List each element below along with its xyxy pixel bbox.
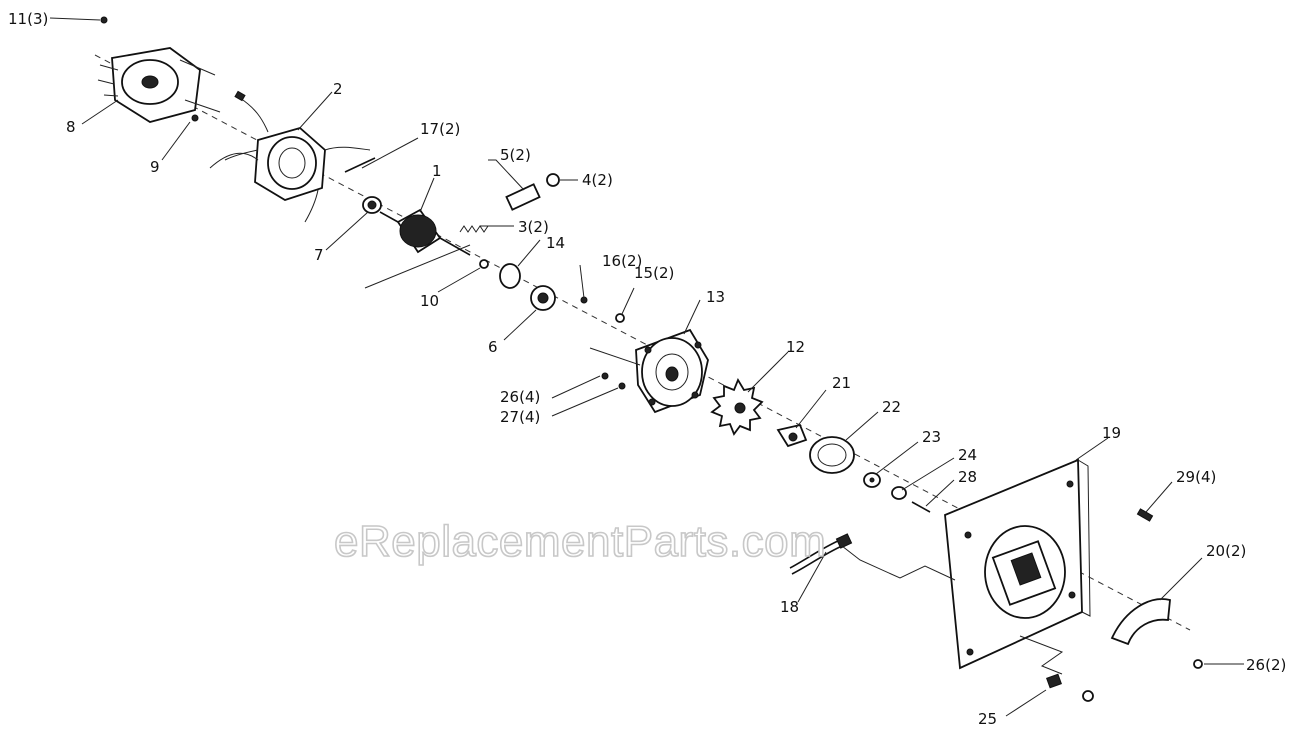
label-13: 13 (706, 288, 725, 306)
part-19-mounting-plate[interactable] (944, 458, 1091, 670)
part-8-housing[interactable] (97, 47, 221, 123)
part-29-screw[interactable] (1136, 508, 1154, 522)
part-4-brush-cap[interactable] (546, 173, 560, 187)
label-22: 22 (882, 398, 901, 416)
part-5-brush-holder[interactable] (505, 183, 541, 211)
leader-lines (49, 17, 1244, 717)
label-6: 6 (488, 338, 498, 356)
part-27-washer[interactable] (618, 382, 626, 390)
assembly-axis (94, 54, 1191, 631)
label-25: 25 (978, 710, 997, 728)
part-23-washer[interactable] (863, 472, 881, 488)
part-28-screw[interactable] (911, 501, 931, 513)
part-22-disc[interactable] (809, 436, 855, 474)
label-23: 23 (922, 428, 941, 446)
part-2-field-stator[interactable] (209, 90, 371, 223)
part-25-switch[interactable] (1019, 635, 1094, 702)
label-18: 18 (780, 598, 799, 616)
part-9-pin[interactable] (191, 114, 199, 122)
part-11-screw[interactable] (100, 16, 108, 24)
label-10: 10 (420, 292, 439, 310)
label-28: 28 (958, 468, 977, 486)
part-10-washer[interactable] (479, 259, 489, 269)
part-1-armature[interactable] (379, 208, 471, 256)
label-15: 15(2) (634, 264, 674, 282)
label-4: 4(2) (582, 171, 613, 189)
label-5: 5(2) (500, 146, 531, 164)
label-24: 24 (958, 446, 977, 464)
part-17-screw[interactable] (344, 157, 376, 173)
label-17: 17(2) (420, 120, 460, 138)
part-20-guard[interactable] (1110, 598, 1171, 646)
part-26-screw[interactable] (601, 372, 609, 380)
label-14: 14 (546, 234, 565, 252)
part-7-bearing[interactable] (362, 196, 382, 214)
part-12-fan[interactable] (710, 377, 764, 436)
label-12: 12 (786, 338, 805, 356)
part-18-cord[interactable] (789, 533, 956, 581)
label-2: 2 (333, 80, 343, 98)
label-21: 21 (832, 374, 851, 392)
label-11: 11(3) (8, 10, 48, 28)
part-14-ring[interactable] (499, 263, 521, 289)
part-labels: 11(3) 8 9 2 17(2) 1 5(2) 4(2) 7 3(2) 14 … (8, 10, 1286, 728)
part-15-screw[interactable] (615, 313, 625, 323)
label-27: 27(4) (500, 408, 540, 426)
label-19: 19 (1102, 424, 1121, 442)
label-26-upper: 26(4) (500, 388, 540, 406)
part-26-lower-screw[interactable] (1193, 659, 1203, 669)
label-16: 16(2) (602, 252, 642, 270)
label-9: 9 (150, 158, 160, 176)
watermark-text: eReplacementParts.com (334, 517, 826, 566)
part-21-pinion[interactable] (776, 423, 808, 448)
part-3-spring[interactable] (459, 225, 489, 233)
label-8: 8 (66, 118, 76, 136)
label-3: 3(2) (518, 218, 549, 236)
label-20: 20(2) (1206, 542, 1246, 560)
part-13-end-bell[interactable] (589, 328, 709, 414)
label-26-lower: 26(2) (1246, 656, 1286, 674)
label-1: 1 (432, 162, 442, 180)
label-29: 29(4) (1176, 468, 1216, 486)
label-7: 7 (314, 246, 324, 264)
part-6-bearing[interactable] (530, 285, 556, 311)
